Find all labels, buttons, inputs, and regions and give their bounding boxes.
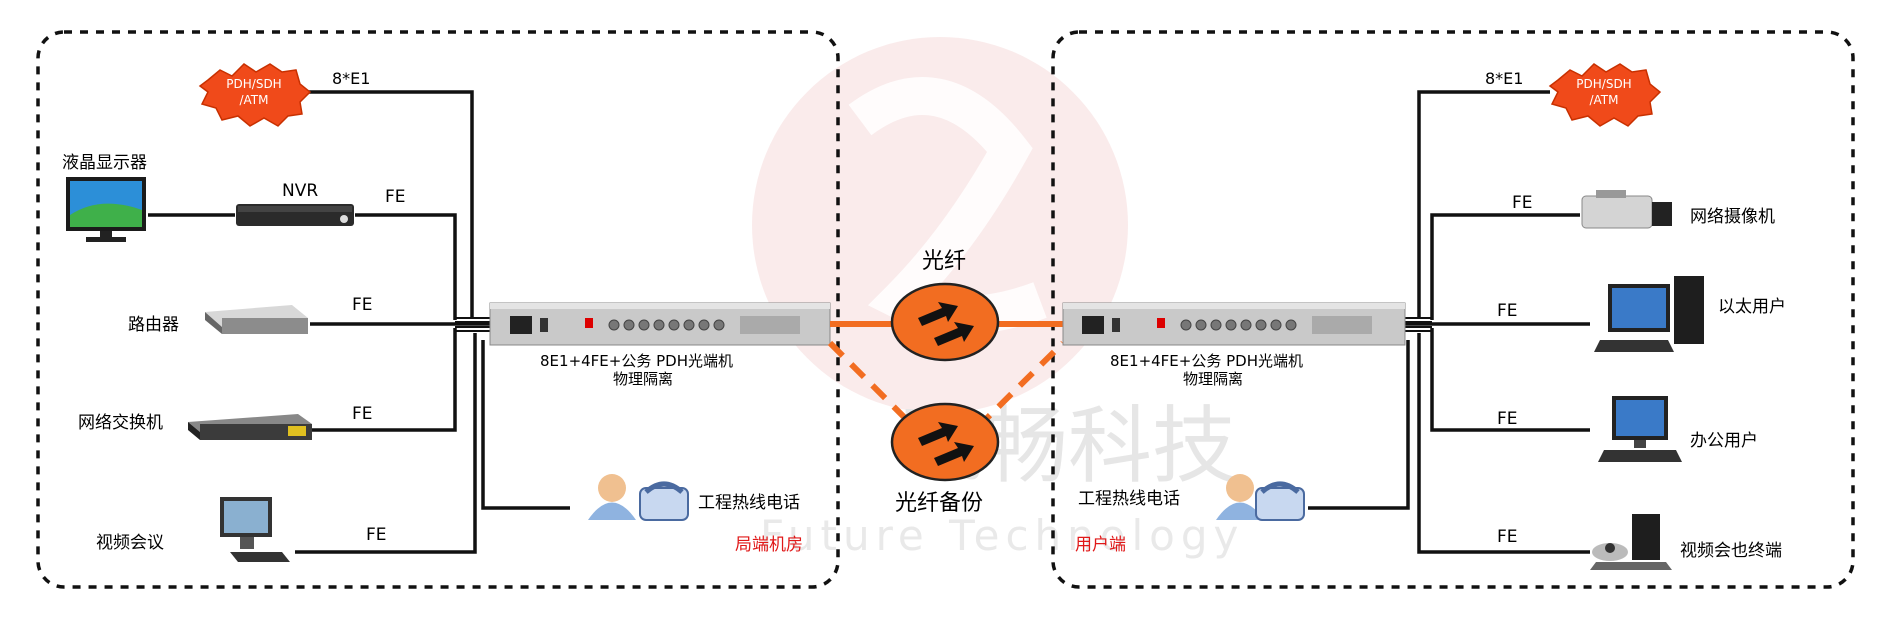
left-device-label-video-conf: 视频会议 [96,533,164,553]
watermark: 飞畅科技 Future Technology [752,37,1244,560]
right-site: 8E1+4FE+公务 PDH光端机 物理隔离 PDH/SDH /ATM 8*E1… [1062,63,1786,570]
router-icon [205,305,308,334]
right-pdh-optical-terminal [1062,302,1406,346]
right-device-label-office-user: 办公用户 [1690,431,1758,451]
left-device-label-nvr: NVR [282,181,318,201]
backup-fiber-node-icon [890,402,1000,482]
right-link-label-fe-2: FE [1497,301,1518,321]
right-hotline-phone-icon [1216,474,1305,521]
nvr-icon [236,204,354,226]
video-conference-terminal-icon [1590,514,1672,570]
lcd-monitor-icon [66,177,146,242]
svg-text:/ATM: /ATM [239,93,268,107]
left-link-label-fe-3: FE [352,404,373,424]
right-device-label-ethernet-user: 以太用户 [1718,297,1786,317]
left-link-label-fe-4: FE [366,525,387,545]
network-switch-icon [188,414,312,440]
right-site-boundary [1051,30,1855,589]
left-hotline-label: 工程热线电话 [698,493,800,513]
right-pdh-sdh-atm-cloud-icon: PDH/SDH /ATM [1548,63,1662,127]
right-link-label-fe-4: FE [1497,527,1518,547]
left-link-label-fe-2: FE [352,295,373,315]
right-link-label-fe-3: FE [1497,409,1518,429]
ip-camera-icon [1581,190,1672,229]
hotline-phone-icon [588,474,689,521]
left-device-label-router: 路由器 [128,315,179,335]
ethernet-user-pc-icon [1594,276,1704,352]
left-connection-lines [148,90,570,554]
left-pdh-optical-terminal [489,302,831,346]
left-equipment-label-line1: 8E1+4FE+公务 PDH光端机 [540,352,733,370]
left-device-label-switch: 网络交换机 [78,413,163,433]
right-e1-link-label: 8*E1 [1485,69,1523,88]
right-equipment-label-line1: 8E1+4FE+公务 PDH光端机 [1110,352,1303,370]
left-site-boundary [36,30,840,589]
svg-text:PDH/SDH: PDH/SDH [1576,77,1631,91]
pdh-sdh-atm-cloud-icon: PDH/SDH /ATM [198,63,312,127]
left-device-label-lcd: 液晶显示器 [62,153,147,173]
left-e1-link-label: 8*E1 [332,69,370,88]
left-link-label-fe-1: FE [385,187,406,207]
office-user-pc-icon [1598,396,1682,462]
left-site: PDH/SDH /ATM 8*E1 液晶显示器 NVR FE 路由器 FE [62,63,831,562]
primary-fiber-node-icon [890,282,1000,362]
right-link-label-fe-1: FE [1512,193,1533,213]
watermark-english: Future Technology [760,511,1244,560]
backup-fiber-line [827,340,1066,428]
right-device-label-video-terminal: 视频会也终端 [1680,541,1782,561]
right-hotline-label: 工程热线电话 [1078,489,1180,509]
fiber-links: 光纤 光纤备份 [827,249,1066,516]
svg-text:PDH/SDH: PDH/SDH [226,77,281,91]
right-equipment-label-line2: 物理隔离 [1183,370,1243,388]
right-site-label: 用户端 [1075,535,1126,555]
left-site-label: 局端机房 [735,535,803,555]
backup-fiber-label: 光纤备份 [895,491,983,516]
right-connection-lines [1308,90,1590,554]
right-device-label-camera: 网络摄像机 [1690,207,1775,227]
left-equipment-label-line2: 物理隔离 [613,370,673,388]
svg-text:/ATM: /ATM [1589,93,1618,107]
video-conference-icon [220,497,290,562]
primary-fiber-label: 光纤 [922,249,966,274]
